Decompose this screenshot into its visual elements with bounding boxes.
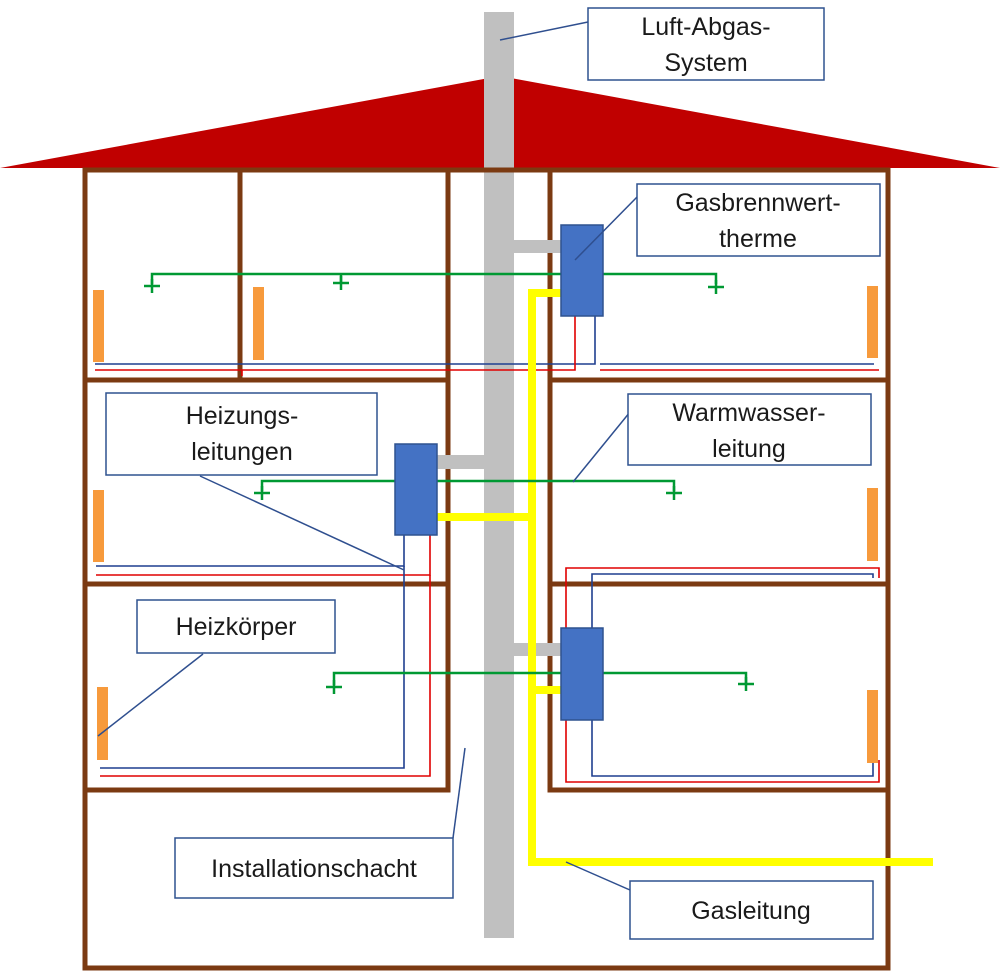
heating-pipes	[95, 316, 880, 783]
svg-text:Installationschacht: Installationschacht	[211, 855, 417, 883]
label-warmwasserleitung: Warmwasser- leitung	[627, 393, 872, 466]
label-heizkoerper: Heizkörper	[136, 599, 336, 654]
tap-icon	[144, 279, 160, 293]
svg-text:System: System	[664, 49, 747, 77]
boiler-top	[560, 224, 604, 317]
radiator	[867, 488, 878, 561]
leader-lines	[97, 21, 639, 891]
label-gasbrennwerttherme: Gasbrennwert- therme	[636, 183, 881, 257]
radiators	[93, 286, 878, 763]
gas-pipe	[437, 289, 933, 866]
boiler-bottom	[560, 627, 604, 721]
tap-icon	[666, 486, 682, 500]
tap-icon	[333, 276, 349, 290]
label-luft-abgas-system: Luft-Abgas- System	[587, 7, 825, 81]
svg-text:Warmwasser-: Warmwasser-	[672, 399, 825, 427]
tap-icon	[326, 680, 342, 694]
tap-icon	[254, 486, 270, 500]
label-gasleitung: Gasleitung	[629, 880, 874, 940]
label-installationsschacht: Installationschacht	[174, 837, 454, 899]
radiator	[867, 286, 878, 358]
radiator	[93, 290, 104, 362]
tap-icon	[738, 677, 754, 691]
flue-connectors	[437, 240, 562, 656]
svg-text:Heizkörper: Heizkörper	[176, 613, 297, 641]
tap-icons	[144, 276, 754, 694]
tap-icon	[708, 280, 724, 294]
svg-text:leitung: leitung	[712, 435, 786, 463]
svg-text:Gasbrennwert-: Gasbrennwert-	[675, 189, 840, 217]
boiler-middle	[394, 443, 438, 536]
svg-text:Luft-Abgas-: Luft-Abgas-	[641, 13, 770, 41]
svg-text:therme: therme	[719, 225, 797, 253]
radiator	[93, 490, 104, 562]
svg-text:Heizungs-: Heizungs-	[186, 402, 299, 430]
label-heizungsleitungen: Heizungs- leitungen	[105, 392, 378, 476]
radiator	[97, 687, 108, 760]
svg-text:Gasleitung: Gasleitung	[691, 897, 811, 925]
radiator	[867, 690, 878, 763]
installation-shaft	[484, 12, 514, 938]
radiator	[253, 287, 264, 360]
svg-text:leitungen: leitungen	[191, 438, 292, 466]
boilers	[394, 224, 604, 721]
